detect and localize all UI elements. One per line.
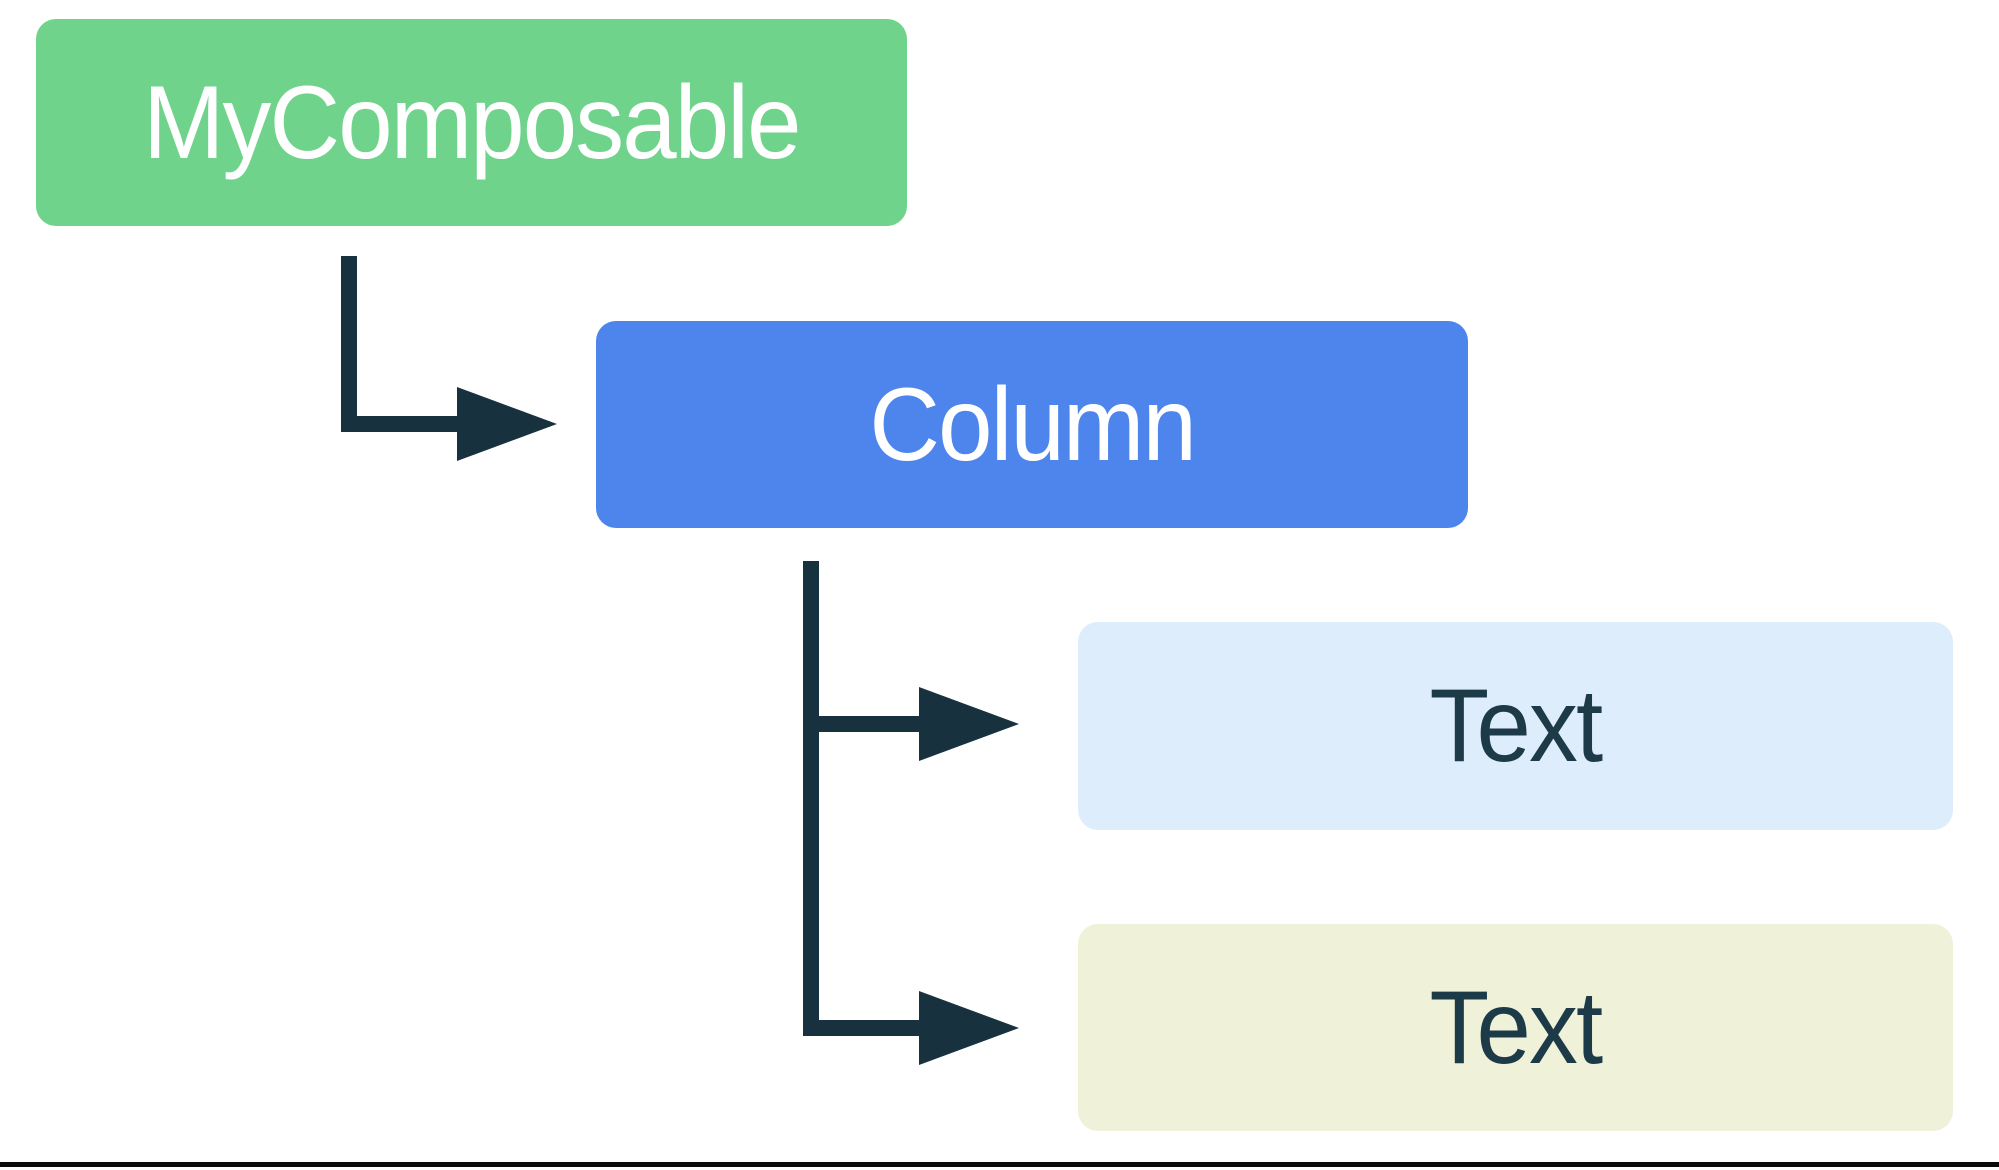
node-text-2: Text — [1078, 924, 1953, 1131]
node-mycomposable: MyComposable — [36, 19, 907, 226]
node-column-label: Column — [869, 366, 1196, 483]
edge-column-children-stem — [803, 561, 819, 1036]
edge-column-text2-arrowhead-icon — [919, 991, 1019, 1065]
node-text-1-label: Text — [1429, 668, 1604, 784]
edge-mycomposable-column-stem — [341, 256, 357, 432]
node-text-1: Text — [1078, 622, 1953, 830]
edge-mycomposable-column-arrowhead-icon — [457, 387, 557, 461]
edge-column-text1-arrowhead-icon — [919, 687, 1019, 761]
edge-column-text1-bar — [803, 716, 920, 732]
node-mycomposable-label: MyComposable — [143, 64, 801, 181]
node-text-2-label: Text — [1429, 969, 1604, 1086]
bottom-border-line — [0, 1162, 1999, 1167]
node-column: Column — [596, 321, 1468, 528]
edge-column-text2-bar — [803, 1020, 920, 1036]
edge-mycomposable-column-bar — [341, 416, 458, 432]
